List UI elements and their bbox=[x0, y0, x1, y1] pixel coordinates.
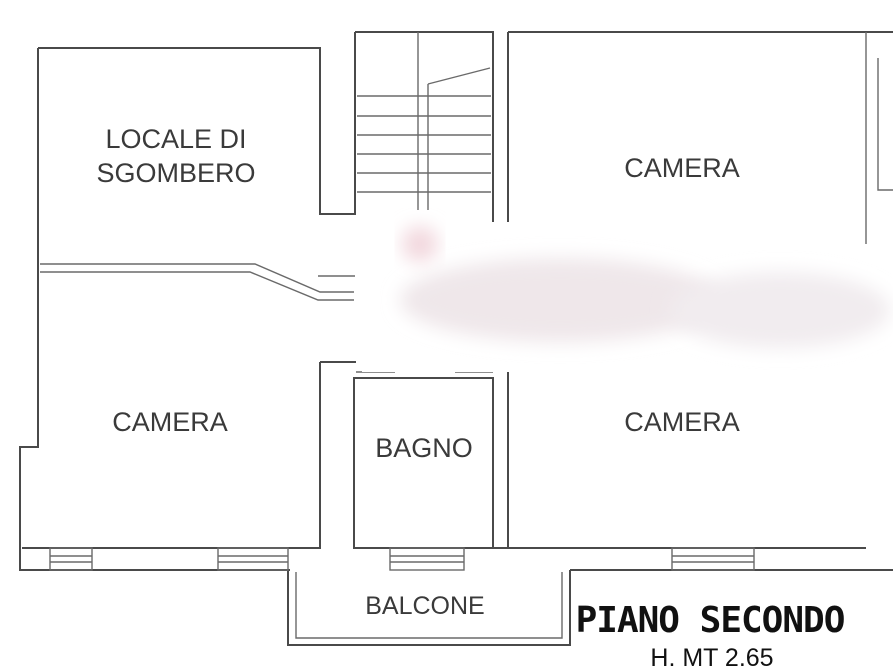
ceiling-height: H. MT 2.65 bbox=[650, 644, 773, 670]
room-label-camera-left: CAMERA bbox=[112, 407, 228, 437]
room-label-bagno: BAGNO bbox=[375, 433, 473, 463]
room-label-storage-line1: LOCALE DI bbox=[105, 124, 246, 154]
room-label-camera-bottom-right: CAMERA bbox=[624, 407, 740, 437]
redacted-area bbox=[362, 226, 893, 372]
windows bbox=[49, 547, 755, 571]
walls bbox=[19, 31, 893, 646]
floor-title: PIANO SECONDO bbox=[576, 600, 845, 641]
room-label-balcone: BALCONE bbox=[365, 592, 484, 620]
room-label-camera-top-right: CAMERA bbox=[624, 153, 740, 183]
room-label-storage-line2: SGOMBERO bbox=[96, 158, 255, 188]
